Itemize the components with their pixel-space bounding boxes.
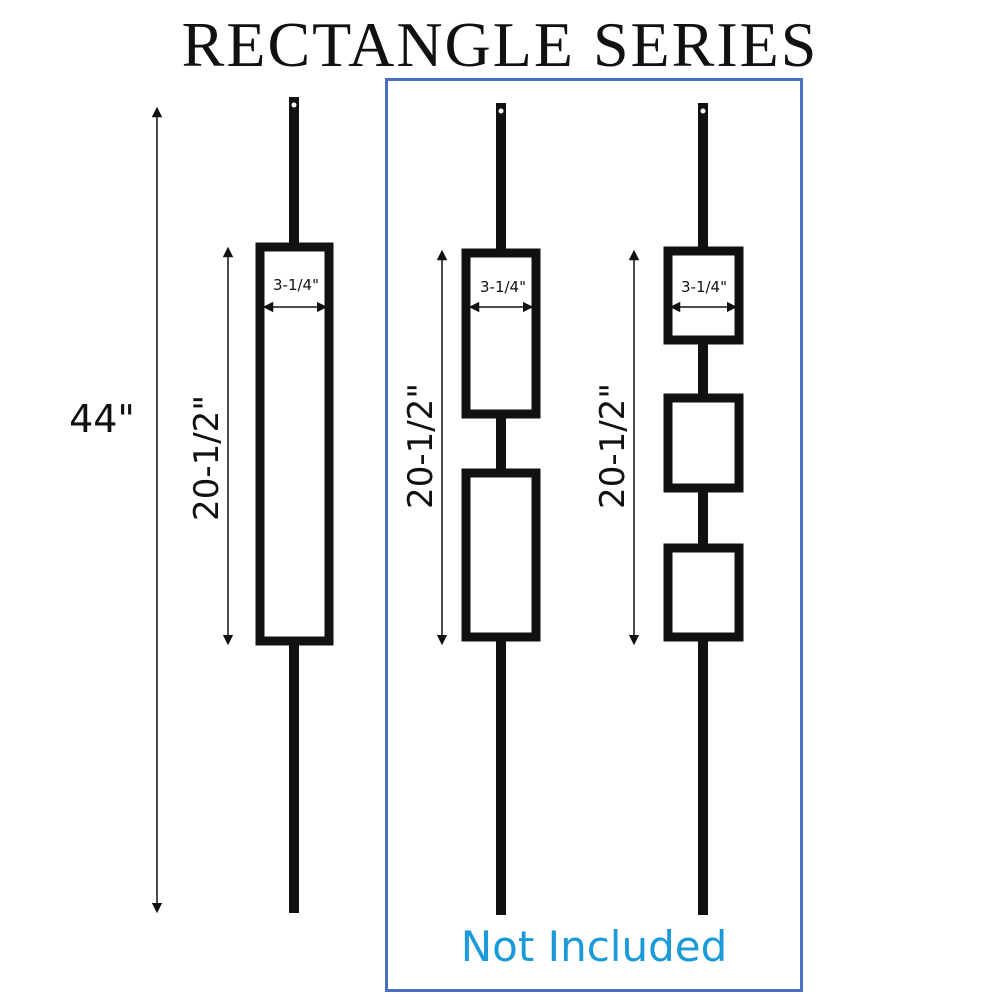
baluster-bar-bottom	[289, 641, 299, 913]
baluster-bar-connector	[698, 340, 708, 398]
frame-width-label: 3-1/4"	[273, 276, 319, 294]
overall-height-label: 44"	[69, 397, 135, 441]
baluster-bar-top	[496, 103, 506, 251]
frame-width-label: 3-1/4"	[681, 278, 727, 296]
mounting-hole	[700, 108, 706, 114]
baluster-bar-top	[289, 97, 299, 247]
not-included-frame	[385, 78, 803, 992]
baluster-bar-bottom	[496, 637, 506, 915]
mounting-hole	[498, 108, 504, 114]
mounting-hole	[291, 102, 297, 108]
pattern-height-label: 20-1/2"	[187, 395, 227, 521]
pattern-height-label: 20-1/2"	[593, 383, 633, 509]
baluster-bar-connector	[496, 414, 506, 473]
baluster-double-rectangle: 3-1/4"	[461, 103, 541, 915]
baluster-bar-connector	[698, 488, 708, 548]
baluster-single-rectangle: 3-1/4"	[255, 97, 334, 913]
frame-width-label: 3-1/4"	[480, 278, 526, 296]
baluster-bar-top	[698, 103, 708, 251]
square-frame-2	[663, 393, 744, 493]
baluster-bar-bottom	[698, 637, 708, 915]
pattern-height-label: 20-1/2"	[401, 383, 441, 509]
rectangle-frame-lower	[461, 468, 541, 642]
diagram-title: RECTANGLE SERIES	[181, 9, 819, 80]
baluster-triple-square: 3-1/4"	[663, 103, 744, 915]
rectangle-frame	[255, 242, 334, 646]
not-included-label: Not Included	[460, 922, 728, 971]
square-frame-3	[663, 543, 744, 642]
